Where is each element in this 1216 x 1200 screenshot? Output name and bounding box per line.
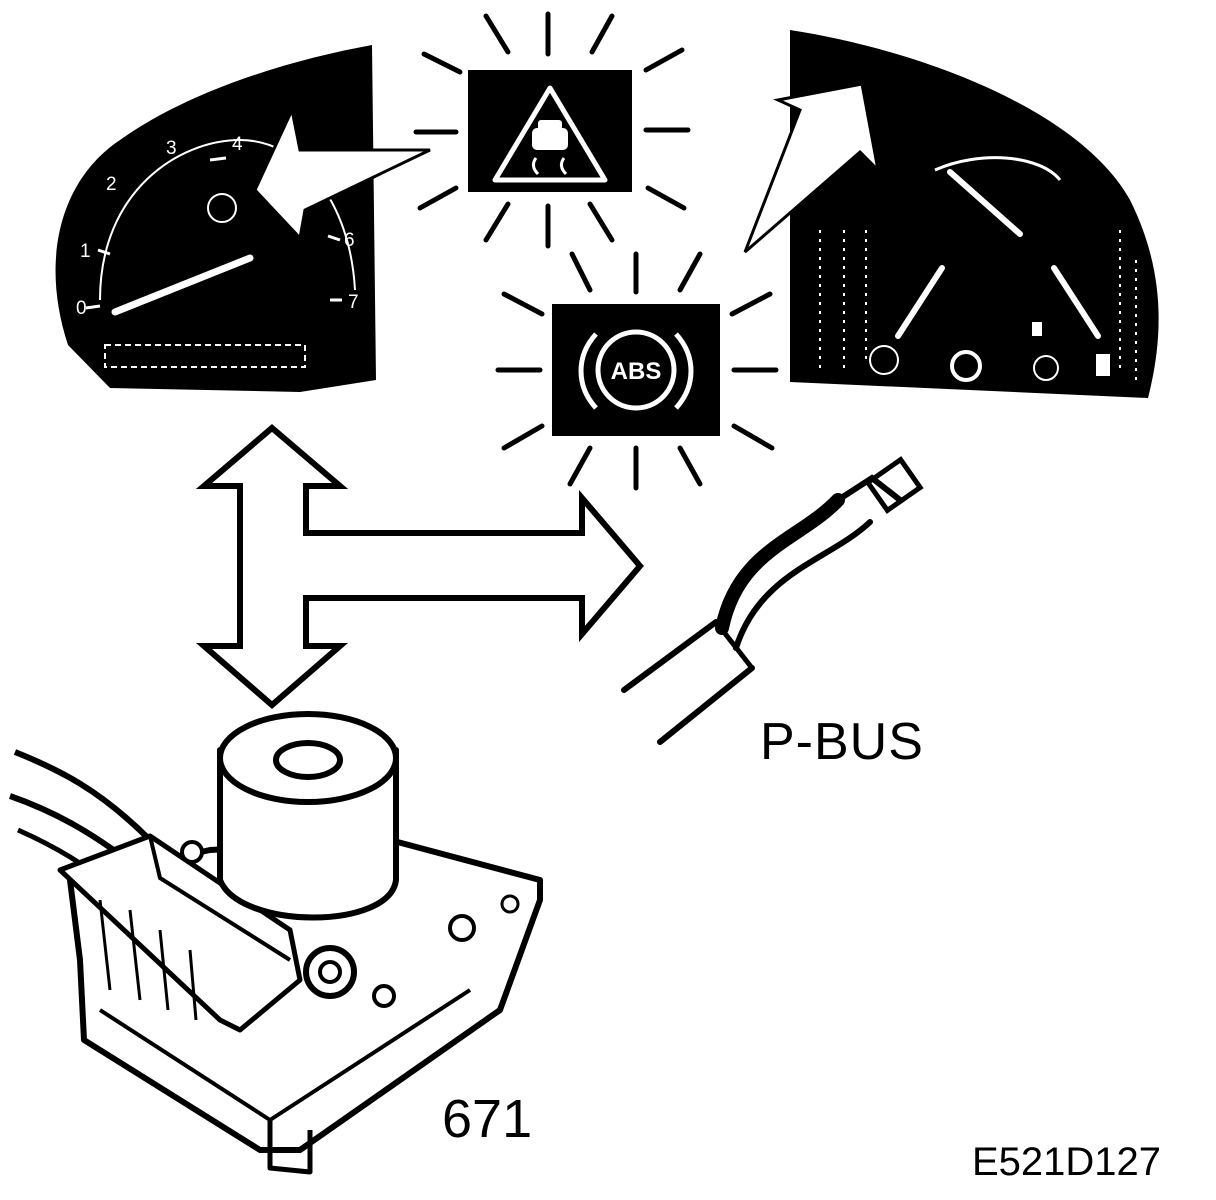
abs-icon xyxy=(595,329,677,411)
tach-label-1: 1 xyxy=(80,241,91,262)
tpms-icon xyxy=(950,350,982,382)
tach-label-0: 0 xyxy=(76,298,87,319)
tach-pointer-arrow xyxy=(253,105,431,242)
gauge-cluster xyxy=(743,30,1159,398)
coolant-icon xyxy=(1032,322,1042,336)
traction-lamp-glow-rays xyxy=(413,11,691,249)
tach-dial-arc xyxy=(99,138,356,301)
module-number-label: 671 xyxy=(442,1089,533,1149)
cluster-warning-light-2 xyxy=(1033,355,1059,381)
p-bus-cable xyxy=(621,456,924,745)
tach-label-3: 3 xyxy=(166,138,177,159)
traction-warning-lamp xyxy=(468,70,632,192)
gauge-scale-arc xyxy=(934,156,1062,181)
tach-label-6: 6 xyxy=(344,230,355,251)
tachometer-cluster: 0 1 2 3 4 6 7 xyxy=(55,45,431,392)
p-bus-label: P-BUS xyxy=(760,713,924,771)
fuel-pump-icon xyxy=(1096,354,1110,376)
bidirectional-bus-arrow xyxy=(195,424,644,709)
cluster-warning-light-1 xyxy=(869,345,899,375)
abs-control-module xyxy=(9,711,543,1175)
gauge-needle-left xyxy=(895,265,945,339)
figure-code-label: E521D127 xyxy=(972,1140,1162,1184)
tach-label-7: 7 xyxy=(348,292,359,313)
abs-lamp-glow-rays xyxy=(495,251,779,491)
gauge-needle-top xyxy=(947,169,1023,237)
tach-label-4: 4 xyxy=(232,134,243,155)
gauge-pointer-arrow xyxy=(743,82,881,254)
skidding-car-icon xyxy=(532,120,568,150)
tach-label-2: 2 xyxy=(106,174,117,195)
tach-needle xyxy=(111,254,254,316)
abs-lamp-text: ABS xyxy=(611,358,662,385)
abs-warning-lamp: ABS xyxy=(552,304,720,436)
warning-triangle-icon xyxy=(492,85,608,183)
gauge-needle-right xyxy=(1051,265,1101,339)
